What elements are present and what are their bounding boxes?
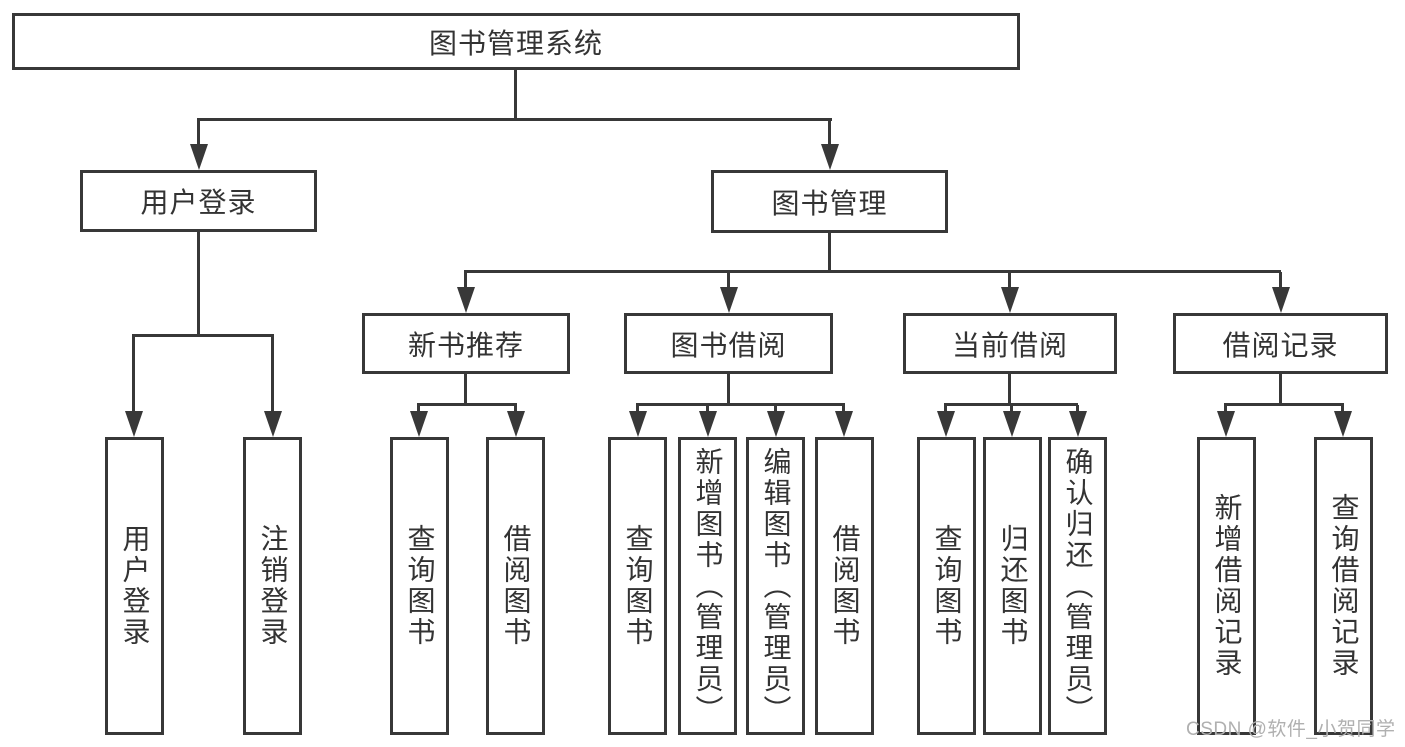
connector-root-drop-left (189, 120, 208, 170)
leaf-query-books-borrow-label: 查询图书 (622, 524, 654, 648)
leaf-confirm-return-admin-label: 确认归还（管理员） (1062, 446, 1094, 726)
leaf-logout-label: 注销登录 (257, 524, 289, 648)
connector-current-drop-3 (1068, 405, 1087, 437)
connector-records-drop-2 (1333, 405, 1352, 437)
leaf-confirm-return-admin: 确认归还（管理员） (1048, 437, 1107, 735)
connector-bookmgmt-drop-4 (1271, 272, 1290, 313)
connector-bookmgmt-drop-2 (719, 272, 738, 313)
node-book-borrow: 图书借阅 (624, 313, 833, 374)
leaf-edit-books-admin: 编辑图书（管理员） (746, 437, 805, 735)
leaf-return-books: 归还图书 (983, 437, 1042, 735)
leaf-add-books-admin: 新增图书（管理员） (678, 437, 737, 735)
leaf-borrow-books-recommend: 借阅图书 (486, 437, 545, 735)
connector-recommend-stem (464, 374, 467, 405)
connector-records-drop-1 (1216, 405, 1235, 437)
node-book-management: 图书管理 (711, 170, 948, 233)
leaf-add-borrow-record-label: 新增借阅记录 (1211, 493, 1243, 679)
connector-borrow-drop-2 (698, 405, 717, 437)
leaf-add-borrow-record: 新增借阅记录 (1197, 437, 1256, 735)
connector-borrow-stem (727, 374, 730, 405)
connector-recommend-drop-2 (506, 405, 525, 437)
connector-records-stem (1279, 374, 1282, 405)
connector-bookmgmt-bar (464, 270, 1281, 273)
connector-root-stem (514, 70, 517, 120)
connector-borrow-drop-3 (766, 405, 785, 437)
connector-recommend-bar (417, 403, 517, 406)
node-new-book-recommend: 新书推荐 (362, 313, 570, 374)
leaf-query-books-recommend-label: 查询图书 (404, 524, 436, 648)
leaf-borrow-books-recommend-label: 借阅图书 (500, 524, 532, 648)
leaf-query-books-current-label: 查询图书 (931, 524, 963, 648)
connector-userlogin-drop-2 (263, 336, 282, 437)
connector-userlogin-bar (132, 334, 274, 337)
leaf-edit-books-admin-label: 编辑图书（管理员） (760, 446, 792, 726)
leaf-return-books-label: 归还图书 (997, 524, 1029, 648)
connector-borrow-bar (636, 403, 845, 406)
connector-borrow-drop-1 (628, 405, 647, 437)
node-root: 图书管理系统 (12, 13, 1020, 70)
connector-root-bar (197, 118, 832, 121)
watermark: CSDN @软件_小贺同学 (1186, 719, 1396, 740)
connector-current-drop-2 (1002, 405, 1021, 437)
leaf-query-books-current: 查询图书 (917, 437, 976, 735)
connector-borrow-drop-4 (834, 405, 853, 437)
leaf-logout: 注销登录 (243, 437, 302, 735)
leaf-add-books-admin-label: 新增图书（管理员） (692, 446, 724, 726)
connector-recommend-drop-1 (409, 405, 428, 437)
connector-current-drop-1 (936, 405, 955, 437)
leaf-query-borrow-record-label: 查询借阅记录 (1328, 493, 1360, 679)
connector-userlogin-stem (197, 232, 200, 336)
leaf-query-books-recommend: 查询图书 (390, 437, 449, 735)
node-borrow-records: 借阅记录 (1173, 313, 1388, 374)
node-current-borrow: 当前借阅 (903, 313, 1117, 374)
connector-bookmgmt-stem (828, 233, 831, 272)
node-user-login: 用户登录 (80, 170, 317, 232)
connector-current-bar (944, 403, 1078, 406)
leaf-query-books-borrow: 查询图书 (608, 437, 667, 735)
leaf-query-borrow-record: 查询借阅记录 (1314, 437, 1373, 735)
leaf-user-login: 用户登录 (105, 437, 164, 735)
connector-bookmgmt-drop-1 (456, 272, 475, 313)
connector-root-drop-right (820, 120, 839, 170)
connector-userlogin-drop-1 (124, 336, 143, 437)
connector-bookmgmt-drop-3 (1000, 272, 1019, 313)
connector-records-bar (1224, 403, 1344, 406)
leaf-borrow-books-borrow-label: 借阅图书 (829, 524, 861, 648)
leaf-user-login-label: 用户登录 (119, 524, 151, 648)
connector-current-stem (1008, 374, 1011, 405)
leaf-borrow-books-borrow: 借阅图书 (815, 437, 874, 735)
